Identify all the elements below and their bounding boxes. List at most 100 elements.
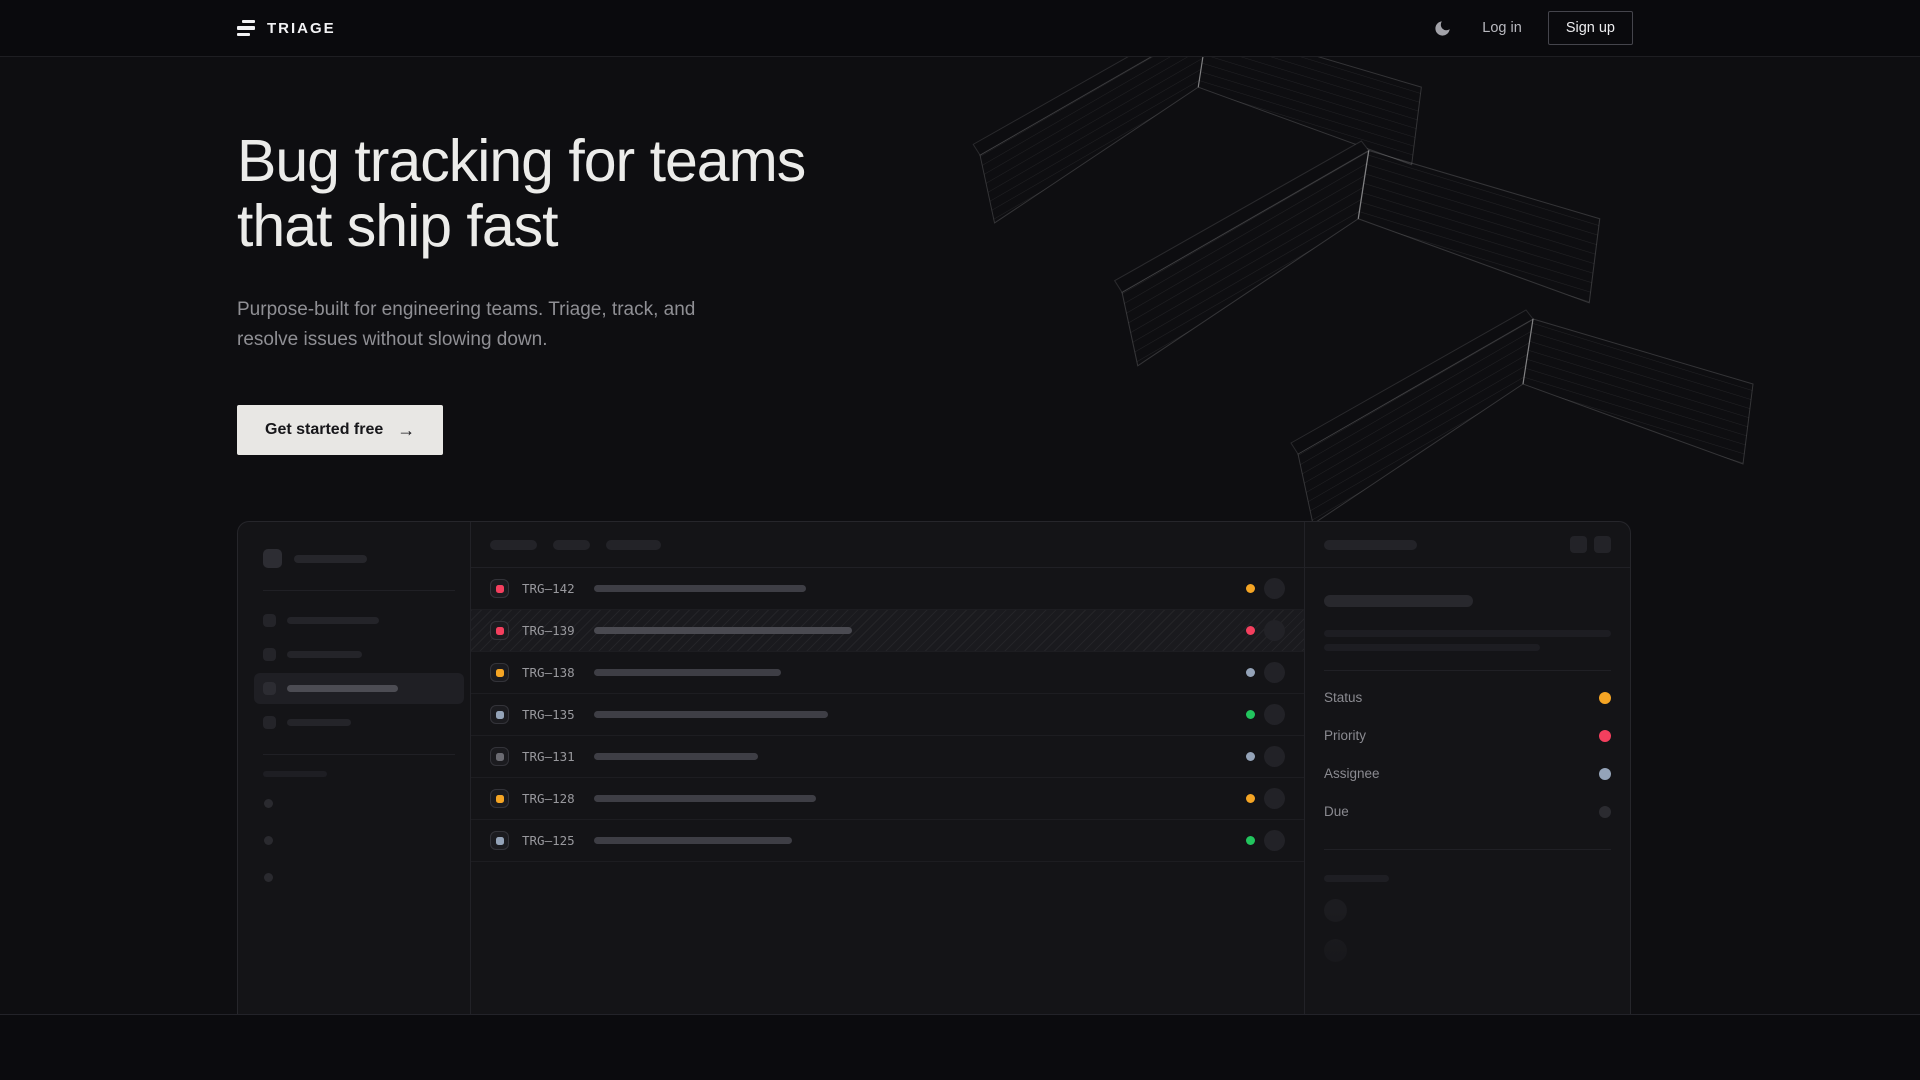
issue-id: TRG–131 [522, 749, 575, 764]
issue-status-dot [1246, 668, 1255, 677]
detail-panel-header [1305, 522, 1630, 568]
sidebar-nav-list [263, 605, 455, 738]
issue-title-skeleton [594, 711, 828, 718]
detail-action-buttons-skeleton [1570, 536, 1611, 553]
login-link[interactable]: Log in [1482, 20, 1522, 36]
issue-list: TRG–142 TRG–139 TRG–138 TRG–135 TRG– [471, 568, 1304, 862]
issue-assignee-avatar [1264, 788, 1285, 809]
footer [0, 1014, 1920, 1080]
sidebar-divider [263, 590, 455, 591]
field-value-dot [1599, 806, 1611, 818]
detail-field-row: Priority [1324, 717, 1611, 754]
issue-status-dot [1246, 752, 1255, 761]
brand-logo[interactable]: TRIAGE [237, 20, 336, 37]
detail-field-row: Status [1324, 679, 1611, 716]
sidebar-section-label-skeleton [263, 771, 327, 777]
detail-issue-title-skeleton [1324, 595, 1473, 607]
sidebar-item-dot-skeleton [264, 799, 273, 808]
issue-row: TRG–139 [471, 610, 1304, 652]
issue-type-dot [496, 711, 504, 719]
issue-row: TRG–135 [471, 694, 1304, 736]
detail-divider [1324, 670, 1611, 671]
nav-item-label-skeleton [287, 685, 398, 692]
issue-id: TRG–135 [522, 707, 575, 722]
workspace-name-skeleton [294, 555, 367, 563]
hero-title: Bug tracking for teams that ship fast [237, 129, 1633, 259]
issue-row: TRG–138 [471, 652, 1304, 694]
sidebar-nav-item-skeleton [254, 639, 464, 670]
issue-status-dot [1246, 794, 1255, 803]
issue-title-skeleton [594, 795, 816, 802]
issue-title-skeleton [594, 753, 758, 760]
workspace-avatar-skeleton [263, 549, 282, 568]
field-label: Assignee [1324, 766, 1380, 781]
field-label: Priority [1324, 728, 1366, 743]
issue-id: TRG–128 [522, 791, 575, 806]
issue-type-dot [496, 585, 504, 593]
detail-divider [1324, 849, 1611, 850]
nav-item-icon-skeleton [263, 614, 276, 627]
issue-status-dot [1246, 584, 1255, 593]
issue-assignee-avatar [1264, 578, 1285, 599]
field-value-dot [1599, 768, 1611, 780]
cta-label: Get started free [265, 421, 383, 439]
sidebar-dot-list [263, 799, 455, 882]
issue-assignee-avatar [1264, 746, 1285, 767]
field-value-dot [1599, 692, 1611, 704]
issue-title-skeleton [594, 669, 781, 676]
detail-activity-label-skeleton [1324, 875, 1389, 882]
field-label: Due [1324, 804, 1349, 819]
detail-field-row: Due [1324, 793, 1611, 830]
detail-title-skeleton [1324, 540, 1417, 550]
signup-button[interactable]: Sign up [1548, 11, 1633, 45]
header-tab-skeleton [553, 540, 590, 550]
top-nav: TRIAGE Log in Sign up [0, 0, 1920, 57]
issue-type-dot [496, 753, 504, 761]
mockup-issue-panel: TRG–142 TRG–139 TRG–138 TRG–135 TRG– [471, 522, 1305, 1014]
app-mockup-card: TRG–142 TRG–139 TRG–138 TRG–135 TRG– [237, 521, 1631, 1014]
nav-item-icon-skeleton [263, 682, 276, 695]
issue-id: TRG–125 [522, 833, 575, 848]
arrow-right-icon: → [397, 420, 415, 441]
mockup-sidebar [238, 522, 471, 1014]
issue-assignee-avatar [1264, 620, 1285, 641]
detail-description-skeleton [1324, 644, 1540, 651]
theme-toggle-button[interactable] [1429, 15, 1456, 42]
detail-description-skeleton [1324, 630, 1611, 637]
issue-title-skeleton [594, 585, 806, 592]
sidebar-nav-item-skeleton [254, 605, 464, 636]
sidebar-item-dot-skeleton [264, 836, 273, 845]
issue-row: TRG–125 [471, 820, 1304, 862]
issue-row: TRG–131 [471, 736, 1304, 778]
sidebar-divider [263, 754, 455, 755]
issue-status-dot [1246, 710, 1255, 719]
issue-title-skeleton [594, 837, 792, 844]
nav-item-label-skeleton [287, 651, 362, 658]
nav-item-icon-skeleton [263, 716, 276, 729]
nav-item-label-skeleton [287, 617, 379, 624]
moon-icon [1433, 19, 1452, 38]
issue-id: TRG–142 [522, 581, 575, 596]
issue-title-skeleton [594, 627, 852, 634]
issue-type-icon [490, 579, 509, 598]
brand-name: TRIAGE [267, 20, 336, 37]
hero-subtitle: Purpose-built for engineering teams. Tri… [237, 295, 1633, 355]
issue-type-icon [490, 789, 509, 808]
issue-status-dot [1246, 626, 1255, 635]
issue-status-dot [1246, 836, 1255, 845]
detail-fade-overlay [1305, 894, 1630, 1014]
hero-section: Bug tracking for teams that ship fast Pu… [0, 57, 1920, 521]
issue-type-icon [490, 663, 509, 682]
issue-assignee-avatar [1264, 830, 1285, 851]
triage-logo-icon [237, 20, 255, 37]
issue-type-dot [496, 669, 504, 677]
nav-item-icon-skeleton [263, 648, 276, 661]
issue-row: TRG–128 [471, 778, 1304, 820]
issue-assignee-avatar [1264, 704, 1285, 725]
issue-type-icon [490, 621, 509, 640]
issue-type-icon [490, 831, 509, 850]
get-started-button[interactable]: Get started free → [237, 405, 443, 455]
header-tab-skeleton [606, 540, 661, 550]
workspace-switcher-skeleton [263, 549, 455, 568]
issue-type-dot [496, 795, 504, 803]
